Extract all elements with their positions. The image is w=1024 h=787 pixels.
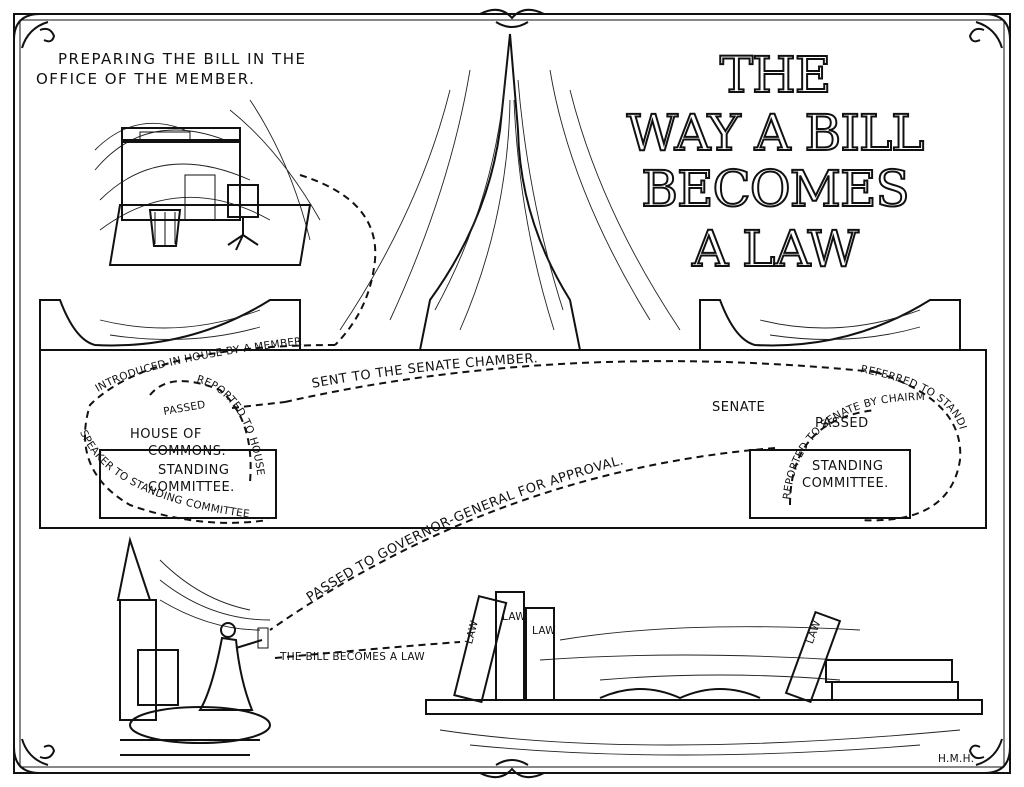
throne-chair: [137, 649, 179, 706]
member-office-illustration: [94, 99, 321, 266]
house-committee-line-2: COMMITTEE.: [148, 480, 235, 495]
house-passed-label: PASSED: [162, 399, 206, 418]
sent-to-senate-label: SENT TO THE SENATE CHAMBER.: [311, 351, 539, 392]
diagram-title: THE WAY A BILL BECOMES A LAW: [626, 45, 926, 279]
becomes-law-label: THE BILL BECOMES A LAW: [279, 651, 425, 663]
corner-scroll-bottom-right: [968, 738, 1011, 774]
corner-scroll-top-right: [968, 13, 1011, 49]
ornamental-frame: [13, 8, 1011, 779]
title-line-3: BECOMES: [641, 160, 908, 218]
route-senate-loop-inner: [789, 409, 876, 506]
law-bookshelf: LAW LAW LAW LAW: [425, 591, 983, 756]
route-to-library: [274, 641, 461, 659]
route-house-loop-inner: [149, 380, 252, 483]
bill-route: [84, 174, 962, 659]
ornament-bottom-center: [479, 759, 545, 779]
waste-basket: [148, 209, 182, 247]
title-line-2: WAY A BILL: [627, 104, 924, 162]
governor-general-scene: [116, 536, 271, 756]
shelf: [425, 699, 983, 715]
title-line-4: A LAW: [691, 220, 859, 278]
svg-text:LAW: LAW: [463, 619, 481, 646]
house-committee-line-1: STANDING: [158, 463, 229, 478]
office-chair: [227, 184, 259, 251]
route-office-to-house: [299, 174, 377, 346]
office-caption-line-1: PREPARING THE BILL IN THE: [58, 50, 306, 68]
artist-signature: H.M.H.: [938, 753, 974, 765]
svg-text:LAW: LAW: [804, 619, 824, 646]
open-book: [599, 688, 761, 700]
house-committee-box: [99, 449, 277, 519]
governor-figure: [198, 622, 269, 711]
book-stack-bottom: [831, 681, 959, 701]
corner-scroll-bottom-left: [13, 738, 56, 774]
book-stack-top: [825, 659, 953, 683]
scroll-bill: [257, 627, 269, 649]
senate-name: SENATE: [712, 400, 765, 415]
chamber-rooftops: [39, 299, 961, 350]
house-name-line-1: HOUSE OF: [130, 427, 202, 442]
route-senate-loop-outer: [859, 371, 962, 522]
roll-top-desk: [121, 127, 241, 221]
svg-text:LAW: LAW: [532, 625, 556, 637]
parliament-building-frame: [39, 349, 987, 529]
senate-committee-line-2: COMMITTEE.: [802, 476, 889, 491]
route-to-senate: [284, 360, 876, 403]
governor-approval-label: PASSED TO GOVERNOR-GENERAL FOR APPROVAL.: [304, 453, 626, 605]
route-to-governor: [269, 447, 776, 631]
title-line-1: THE: [720, 46, 830, 104]
ornament-top-center: [479, 8, 545, 28]
corner-scroll-top-left: [13, 13, 56, 49]
route-house-loop-outer: [84, 344, 336, 524]
house-name-line-2: COMMONS.: [148, 444, 226, 459]
book-3: LAW: [525, 607, 556, 701]
parliament-spire: [339, 33, 681, 351]
senate-committee-box: [749, 449, 911, 519]
route-house-passed-arrow: [231, 401, 286, 409]
senate-passed-label: PASSED: [815, 416, 869, 431]
svg-text:LAW: LAW: [502, 611, 526, 623]
book-1: LAW: [453, 594, 508, 704]
book-2: LAW: [495, 591, 526, 701]
office-caption-line-2: OFFICE OF THE MEMBER.: [36, 70, 255, 88]
senate-committee-line-1: STANDING: [812, 459, 883, 474]
